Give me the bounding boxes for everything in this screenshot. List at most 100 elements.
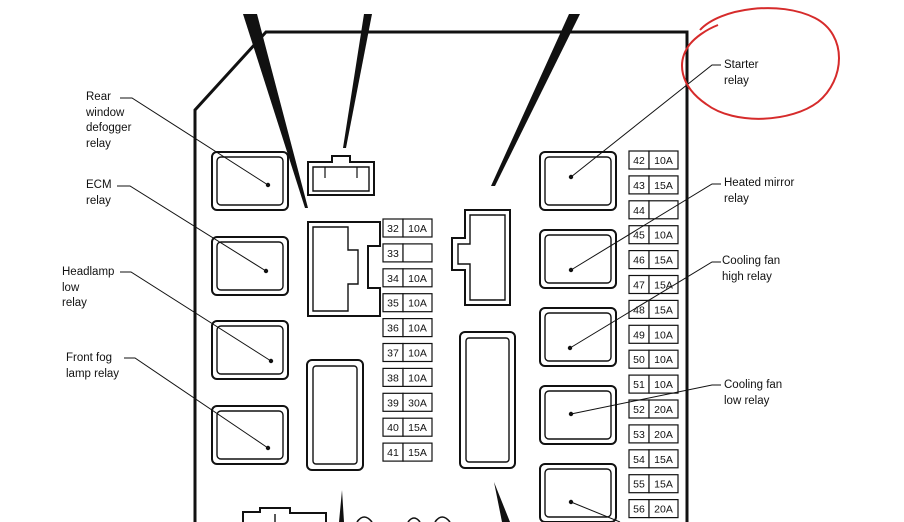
fuse-amperage: 15A: [654, 180, 673, 192]
fuse-number: 41: [387, 447, 399, 459]
relay-bottom-right: [539, 463, 617, 522]
label-heated-mirror-relay: Heated mirror relay: [724, 177, 795, 205]
left-connector: [307, 221, 381, 317]
fuse-number: 55: [633, 479, 645, 491]
fuse-slot-42: 42 10A: [628, 150, 679, 170]
fuse-box-outline: [193, 30, 689, 522]
fuse-slot-34: 34 10A: [382, 268, 433, 288]
center-connector: [451, 209, 511, 306]
fuse-amperage: 15A: [408, 447, 427, 459]
label-front-fog-lamp-relay: Front fog lamp relay: [66, 352, 120, 380]
fuse-slot-53: 53 20A: [628, 424, 679, 444]
fuse-amperage: 10A: [654, 354, 673, 366]
fuse-amperage: 15A: [654, 479, 673, 491]
fuse-amperage: 10A: [408, 273, 427, 285]
top-connector: [307, 155, 375, 196]
fuse-slot-54: 54 15A: [628, 449, 679, 469]
fuse-slot-48: 48 15A: [628, 299, 679, 319]
fuse-number: 45: [633, 230, 645, 242]
fuse-number: 32: [387, 223, 399, 235]
fuse-amperage: 15A: [654, 454, 673, 466]
leader-heated-mirror: [570, 183, 721, 271]
fuse-amperage: 10A: [408, 372, 427, 384]
fuse-amperage: 15A: [654, 255, 673, 267]
fuse-number: 36: [387, 323, 399, 335]
fuse-amperage: 10A: [654, 379, 673, 391]
fuse-slot-55: 55 15A: [628, 474, 679, 494]
label-cooling-fan-low-relay: Cooling fan low relay: [724, 379, 783, 407]
fuse-amperage: 10A: [408, 223, 427, 235]
fuse-amperage: 15A: [408, 422, 427, 434]
label-starter-relay: Starter relay: [724, 59, 759, 87]
fuse-number: 53: [633, 429, 645, 441]
fuse-amperage: 10A: [654, 230, 673, 242]
relay-cooling-fan-low: [539, 385, 617, 445]
leader-rear-window-defogger: [120, 97, 269, 186]
fuse-slot-56: 56 20A: [628, 499, 679, 519]
annotation-circle: [681, 7, 840, 120]
fuse-slot-32: 32 10A: [382, 218, 433, 238]
label-rear-window-defogger-relay: Rear window defogger relay: [86, 91, 132, 150]
maxi-fuse-left: [306, 359, 364, 471]
fuse-number: 50: [633, 354, 645, 366]
leader-starter: [570, 64, 721, 178]
maxi-fuse-center: [459, 331, 516, 469]
fuse-number: 42: [633, 155, 645, 167]
fuse-number: 35: [387, 298, 399, 310]
fuse-amperage: 15A: [654, 304, 673, 316]
fuse-number: 51: [633, 379, 645, 391]
bottom-wedge-left: [339, 490, 344, 522]
fuse-slot-38: 38 10A: [382, 367, 433, 387]
relay-starter: [539, 151, 617, 211]
fuse-number: 49: [633, 329, 645, 341]
fuse-slot-37: 37 10A: [382, 342, 433, 363]
fuse-number: 44: [633, 205, 645, 217]
fuse-slot-41: 41 15A: [382, 442, 433, 462]
fuse-amperage: 20A: [654, 404, 673, 416]
leader-front-fog: [124, 357, 269, 449]
fuse-amperage: 10A: [408, 348, 427, 360]
relay-ecm: [211, 236, 289, 296]
top-wedge-middle: [343, 14, 372, 148]
relay-heated-mirror: [539, 229, 617, 289]
fuse-slot-51: 51 10A: [628, 374, 679, 394]
bottom-connector: [242, 507, 327, 522]
top-wedge-right: [491, 14, 580, 186]
fuse-amperage: 10A: [654, 329, 673, 341]
fuse-number: 54: [633, 454, 645, 466]
fuse-amperage: 10A: [408, 323, 427, 335]
fuse-slot-50: 50 10A: [628, 349, 679, 369]
leader-ecm: [117, 185, 267, 272]
fuse-number: 38: [387, 372, 399, 384]
label-headlamp-low-relay: Headlamp low relay: [62, 266, 115, 309]
bottom-wedge-right: [494, 482, 510, 522]
fuse-slot-36: 36 10A: [382, 318, 433, 338]
relay-headlamp-low: [211, 320, 289, 380]
fuse-amperage: 20A: [654, 429, 673, 441]
fuse-number: 56: [633, 504, 645, 516]
fuse-slot-45: 45 10A: [628, 225, 679, 245]
fuse-slot-49: 49 10A: [628, 324, 679, 344]
fuse-number: 47: [633, 280, 645, 292]
fuse-number: 39: [387, 397, 399, 409]
fuse-number: 48: [633, 304, 645, 316]
label-cooling-fan-high-relay: Cooling fan high relay: [722, 255, 781, 283]
fuse-amperage: 15A: [654, 280, 673, 292]
fuse-slot-47: 47 15A: [628, 274, 679, 295]
relay-cooling-fan-high: [539, 307, 617, 367]
fuse-number: 33: [387, 248, 399, 260]
fuse-number: 34: [387, 273, 399, 285]
leader-cooling-fan-high: [569, 261, 721, 349]
fuse-slot-44: 44: [628, 200, 679, 220]
fuse-amperage: 10A: [654, 155, 673, 167]
fuse-amperage: 20A: [654, 504, 673, 516]
bottom-partial-shape: [356, 516, 451, 522]
fuse-number: 37: [387, 348, 399, 360]
